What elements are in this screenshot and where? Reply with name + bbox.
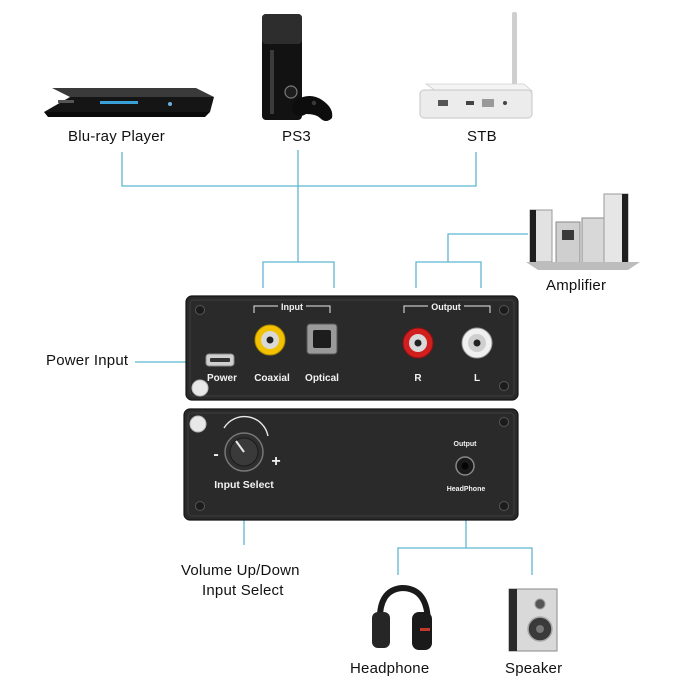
device-coaxial-label: Coaxial [254, 373, 290, 384]
connector-lines [121, 150, 533, 575]
device-power-label: Power [207, 373, 237, 384]
power-input-label: Power Input [46, 352, 129, 369]
ps3-label: PS3 [282, 128, 311, 145]
input-select-note-label: Input Select [202, 582, 284, 599]
stb-box-image [419, 12, 534, 119]
device-input-label: Input [281, 302, 303, 312]
screw-icon [499, 417, 509, 427]
device-r-label: R [414, 373, 422, 384]
device-bottom-output-label: Output [454, 441, 478, 448]
volume-updown-label: Volume Up/Down [181, 562, 300, 579]
screw-icon [499, 381, 509, 391]
volume-plus-label: + [271, 453, 280, 470]
headphone-label: Headphone [350, 660, 430, 677]
stb-label: STB [467, 128, 497, 145]
output-bracket [415, 261, 482, 288]
device-headphone-label: HeadPhone [447, 486, 486, 493]
source-bus-line [121, 152, 477, 187]
converter-bottom-unit: - + Input Select Output HeadPhone [183, 408, 519, 521]
device-input-select-label: Input Select [214, 479, 274, 491]
screw-icon [195, 501, 205, 511]
device-l-label: L [474, 373, 480, 384]
ps3-console-image [262, 14, 333, 121]
speaker-image [508, 588, 558, 652]
device-output-label: Output [431, 302, 461, 312]
screw-icon [499, 305, 509, 315]
volume-minus-label: - [213, 446, 218, 463]
converter-top-unit: Input Output Power Coaxial Optical R L [185, 295, 519, 401]
amplifier-image [526, 193, 640, 270]
screw-icon [195, 305, 205, 315]
device-optical-label: Optical [305, 373, 339, 384]
amplifier-label: Amplifier [546, 277, 607, 294]
headphone-image [372, 584, 432, 650]
speaker-label: Speaker [505, 660, 563, 677]
screw-icon [191, 379, 209, 397]
headphone-speaker-bracket [397, 547, 533, 575]
bluray-player-image [44, 88, 214, 117]
screw-icon [499, 501, 509, 511]
bluray-player-label: Blu-ray Player [68, 128, 165, 145]
input-bracket [262, 261, 335, 288]
screw-icon [189, 415, 207, 433]
amplifier-line [447, 233, 528, 262]
